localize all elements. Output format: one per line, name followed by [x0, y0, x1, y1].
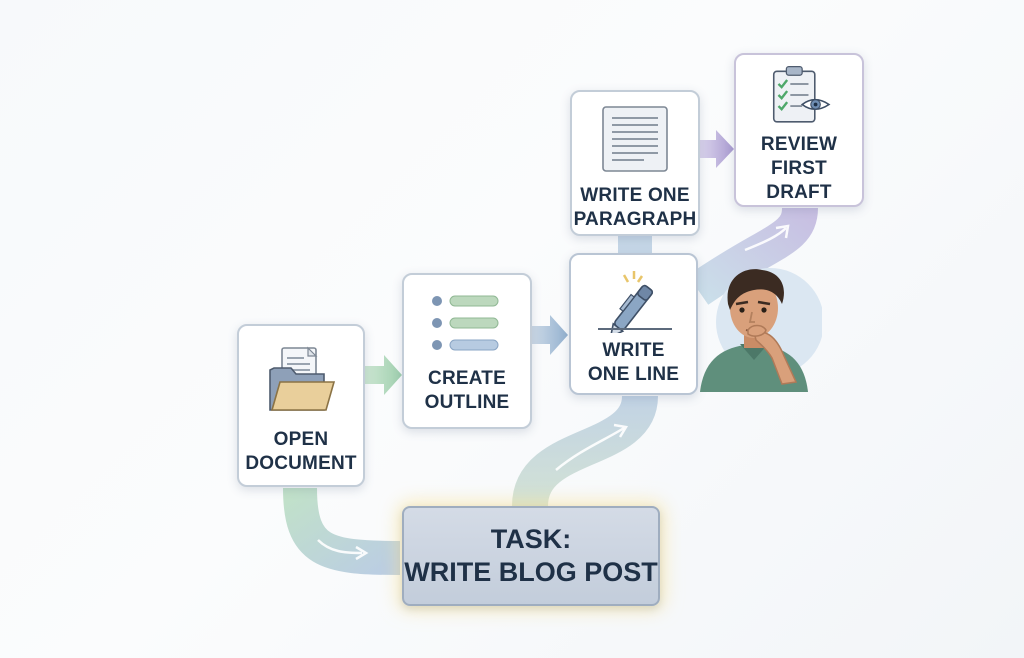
step-label-review-draft: REVIEW FIRST DRAFT	[760, 134, 838, 203]
clipboard-review-icon	[772, 65, 831, 123]
flow-ribbon-task-to-line	[512, 393, 658, 508]
step-create-outline: CREATE OUTLINE	[402, 273, 532, 429]
flow-ribbon-open-to-task	[283, 487, 401, 575]
paragraph-document-icon	[602, 106, 668, 172]
step-label-write-one-line: WRITE ONE LINE	[587, 340, 680, 385]
flow-connector-line-to-paragraph	[618, 234, 652, 256]
step-label-write-paragraph: WRITE ONE PARAGRAPH	[573, 185, 697, 230]
task-box: TASK: WRITE BLOG POST	[402, 506, 660, 606]
task-label: TASK: WRITE BLOG POST	[404, 524, 658, 587]
flow-arrowhead-hint-open-to-task	[355, 545, 369, 561]
step-label-open-document: OPEN DOCUMENT	[245, 429, 357, 474]
flow-ribbon-line-to-review	[687, 206, 818, 305]
flow-arrowhead-hint-line-to-review	[775, 224, 790, 239]
arrow-paragraph-to-review	[699, 130, 734, 168]
arrow-open-to-outline	[364, 355, 402, 395]
folder-document-icon	[269, 346, 336, 411]
step-write-one-line: WRITE ONE LINE	[569, 253, 698, 395]
list-outline-icon	[432, 295, 499, 351]
flow-arrow-hint-line-to-review	[744, 227, 787, 252]
step-write-paragraph: WRITE ONE PARAGRAPH	[570, 90, 700, 236]
arrow-outline-to-line	[531, 315, 568, 355]
step-open-document: OPEN DOCUMENT	[237, 324, 365, 487]
step-label-create-outline: CREATE OUTLINE	[424, 368, 510, 413]
thinking-person-icon	[700, 268, 822, 392]
step-review-draft: REVIEW FIRST DRAFT	[734, 53, 864, 207]
flow-arrow-hint-open-to-task	[317, 539, 363, 555]
flow-arrowhead-hint-task-to-line	[613, 423, 629, 438]
pen-icon	[597, 271, 672, 333]
flow-arrow-hint-task-to-line	[555, 426, 625, 471]
